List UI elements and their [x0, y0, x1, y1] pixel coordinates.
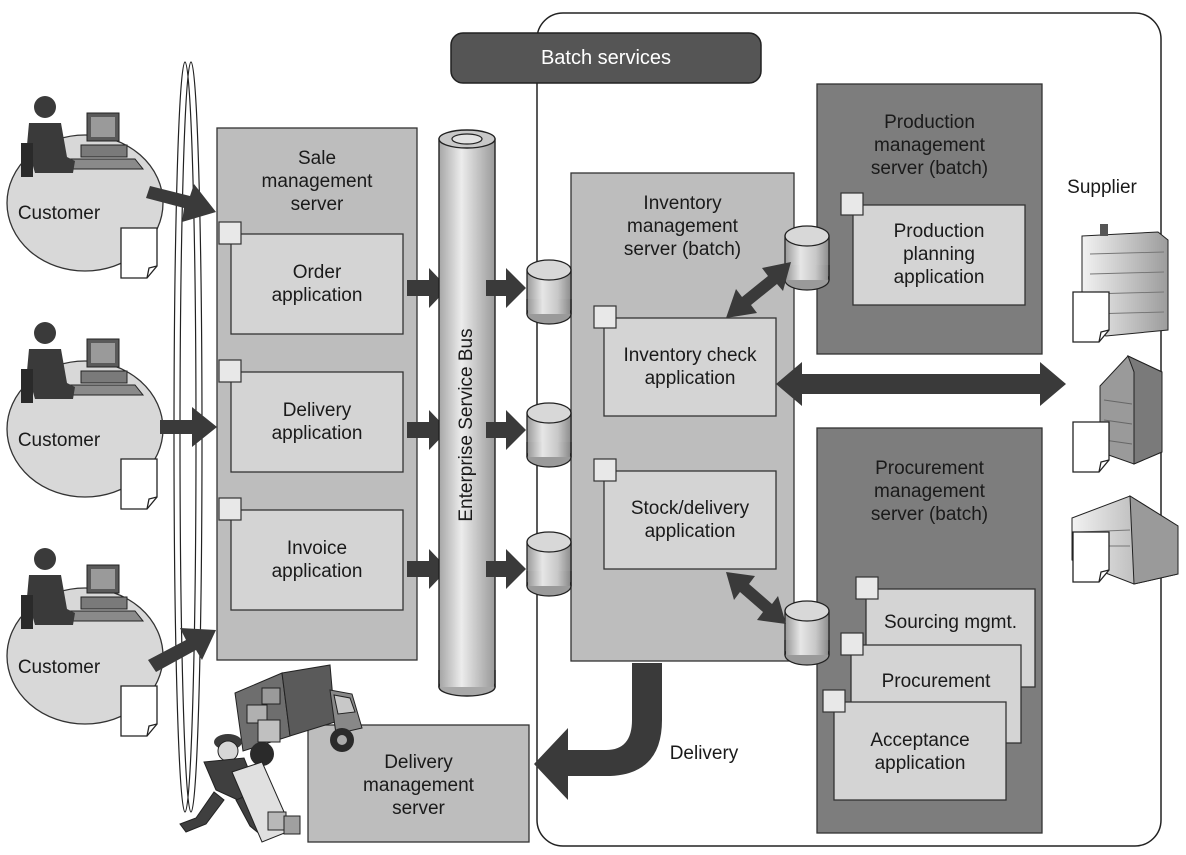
- acceptance-application: [833, 701, 1007, 801]
- document-icon: [120, 458, 158, 510]
- invoice-application-badge: [218, 497, 242, 521]
- database-icon: [526, 402, 572, 468]
- production-planning-badge: [840, 192, 864, 216]
- double-arrow-icon: [726, 262, 791, 318]
- inventory-check-badge: [593, 305, 617, 329]
- customer-computer-icon: [21, 322, 145, 403]
- arrow-icon: [146, 184, 216, 222]
- invoice-application: [230, 509, 404, 611]
- production-planning-label: Production planning application: [893, 221, 985, 288]
- database-icon: [784, 600, 830, 666]
- sourcing-mgmt-label: Sourcing mgmt.: [883, 612, 1018, 633]
- delivery-application-badge: [218, 359, 242, 383]
- arrow-icon: [407, 410, 448, 450]
- inventory-server-title: Inventory management server (batch): [623, 193, 742, 260]
- sale-server-title: Sale management server: [261, 148, 373, 215]
- batch-services-header: [450, 32, 762, 84]
- enterprise-service-bus: [438, 129, 496, 697]
- document-icon: [1072, 291, 1110, 343]
- customer-computer-icon: [21, 96, 145, 177]
- order-application-label: Order application: [271, 262, 363, 306]
- inventory-check-application: [603, 317, 777, 417]
- order-application-badge: [218, 221, 242, 245]
- arrow-icon: [486, 549, 526, 589]
- document-icon: [120, 685, 158, 737]
- arrow-icon: [486, 410, 526, 450]
- customer-label: Customer: [17, 203, 101, 224]
- inventory-check-label: Inventory check application: [623, 345, 757, 389]
- delivery-application-label: Delivery application: [271, 400, 363, 444]
- courier-icon: [179, 734, 301, 843]
- delivery-server-title: Delivery management server: [363, 752, 474, 819]
- document-icon: [1072, 421, 1110, 473]
- procurement-badge: [840, 632, 864, 656]
- stock-delivery-badge: [593, 458, 617, 482]
- double-arrow-icon: [776, 362, 1066, 406]
- arrow-icon: [160, 407, 217, 447]
- double-arrow-icon: [726, 572, 786, 624]
- delivery-label: Delivery: [669, 743, 739, 764]
- sourcing-mgmt-badge: [855, 576, 879, 600]
- acceptance-badge: [822, 689, 846, 713]
- delivery-truck-icon: [234, 664, 363, 766]
- procurement-server-title: Procurement management server (batch): [870, 458, 989, 525]
- arrow-icon: [407, 549, 448, 589]
- arrow-icon: [486, 268, 526, 308]
- delivery-arrow: [534, 663, 662, 800]
- delivery-application: [230, 371, 404, 473]
- production-planning-application: [852, 204, 1026, 306]
- document-icon: [120, 227, 158, 279]
- arrow-icon: [407, 268, 448, 308]
- supplier-label: Supplier: [1067, 177, 1137, 198]
- arrow-icon: [148, 628, 216, 672]
- building-icon: [1099, 355, 1163, 465]
- stock-delivery-label: Stock/delivery application: [630, 498, 750, 542]
- database-icon: [526, 531, 572, 597]
- batch-services-title: Batch services: [540, 47, 672, 69]
- document-icon: [1072, 531, 1110, 583]
- database-icon: [526, 259, 572, 325]
- customer-label: Customer: [17, 657, 101, 678]
- inventory-management-server: [570, 172, 795, 662]
- production-server-title: Production management server (batch): [870, 112, 989, 179]
- order-application: [230, 233, 404, 335]
- acceptance-label: Acceptance application: [870, 730, 970, 774]
- esb-label: Enterprise Service Bus: [456, 328, 477, 522]
- stock-delivery-application: [603, 470, 777, 570]
- invoice-application-label: Invoice application: [271, 538, 363, 582]
- customer-computer-icon: [21, 548, 145, 629]
- database-icon: [784, 225, 830, 291]
- customer-label: Customer: [17, 430, 101, 451]
- procurement-label: Procurement: [881, 671, 991, 692]
